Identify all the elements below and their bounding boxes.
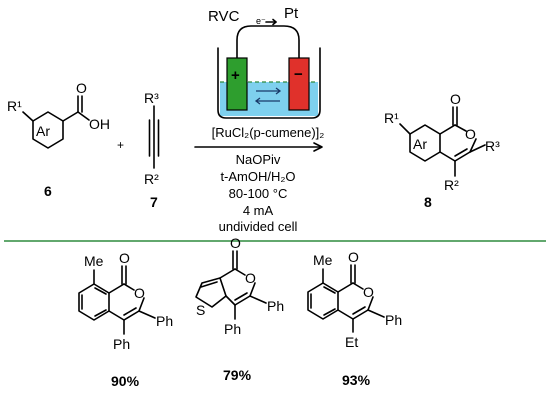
ex3-methyl-label: Me <box>313 252 333 268</box>
ex3-yield: 93% <box>342 372 371 388</box>
acid-substituent-label: R¹ <box>7 98 22 114</box>
ex3-phenyl-label: Ph <box>385 312 402 328</box>
cathode-label: Pt <box>284 5 299 22</box>
condition-solvent: t-AmOH/H₂O <box>220 169 295 184</box>
ex1-yield: 90% <box>111 373 140 389</box>
ex3-carbonyl-o: O <box>348 249 359 265</box>
acid-ring-label: Ar <box>36 123 50 139</box>
condition-cell: undivided cell <box>219 219 298 234</box>
alkyne-r3-label: R³ <box>144 90 159 106</box>
acid-compound-number: 6 <box>44 183 52 199</box>
ex3-ethyl-label: Et <box>345 334 358 350</box>
product-ring-o: O <box>465 126 476 142</box>
alkyne-compound-number: 7 <box>150 194 158 210</box>
acid-carbonyl-o: O <box>76 80 87 96</box>
ion-flow-icon <box>254 87 282 105</box>
condition-current: 4 mA <box>243 203 274 218</box>
product-carbonyl-o: O <box>450 91 461 107</box>
condition-temperature: 80-100 °C <box>229 186 288 201</box>
example-product-3: O O Me Ph Et 93% <box>307 249 402 388</box>
anode-label: RVC <box>208 8 240 25</box>
circuit-wire <box>236 25 300 59</box>
anode-electrode <box>226 57 248 111</box>
ex1-ring-o: O <box>134 285 145 301</box>
cathode-electrode <box>288 57 310 111</box>
condition-catalyst: [RuCl₂(p-cumene)]₂ <box>212 125 325 140</box>
reactant-alkyne-7: R³ R² 7 <box>144 90 160 210</box>
ex2-carbonyl-o: O <box>230 235 241 251</box>
electron-arrow-head-icon <box>272 18 277 26</box>
example-product-2: O O S Ph Ph 79% <box>195 235 284 383</box>
ex1-carbonyl-o: O <box>119 250 130 266</box>
ex2-sulfur-label: S <box>196 302 205 318</box>
ex3-ring-o: O <box>363 284 374 300</box>
ex2-phenyl-label: Ph <box>267 298 284 314</box>
ex2-ring-o: O <box>245 270 256 286</box>
reaction-arrow-head-icon <box>313 142 323 152</box>
product-r3-label: R³ <box>485 138 500 154</box>
reactant-acid-6: O OH Ar R¹ 6 <box>7 80 110 199</box>
ex1-phenyl-label: Ph <box>156 313 173 329</box>
product-8: O O Ar R¹ R³ R² 8 <box>384 91 500 210</box>
product-compound-number: 8 <box>424 194 432 210</box>
anode-sign: + <box>231 67 240 84</box>
ex2-yield: 79% <box>223 367 252 383</box>
beaker <box>217 47 321 119</box>
example-product-1: O O Me Ph Ph 90% <box>78 250 173 389</box>
ex2-phenyl-2-label: Ph <box>224 321 241 337</box>
ex1-phenyl-2-label: Ph <box>113 336 130 352</box>
cathode-sign: − <box>294 66 303 83</box>
product-substituent-label: R¹ <box>384 110 399 126</box>
electron-label: e⁻ <box>256 16 266 26</box>
reaction-conditions: [RuCl₂(p-cumene)]₂ NaOPiv t-AmOH/H₂O 80-… <box>194 125 325 234</box>
product-r2-label: R² <box>444 177 459 193</box>
acid-oh-label: OH <box>89 116 110 132</box>
alkyne-r2-label: R² <box>144 171 159 187</box>
plus-sign: + <box>117 138 124 152</box>
product-ring-label: Ar <box>413 136 427 152</box>
electrochemical-cell: RVC Pt e⁻ + − <box>208 5 321 119</box>
ex1-methyl-label: Me <box>84 253 104 269</box>
acid-ring <box>32 111 64 149</box>
condition-additive: NaOPiv <box>236 152 281 167</box>
